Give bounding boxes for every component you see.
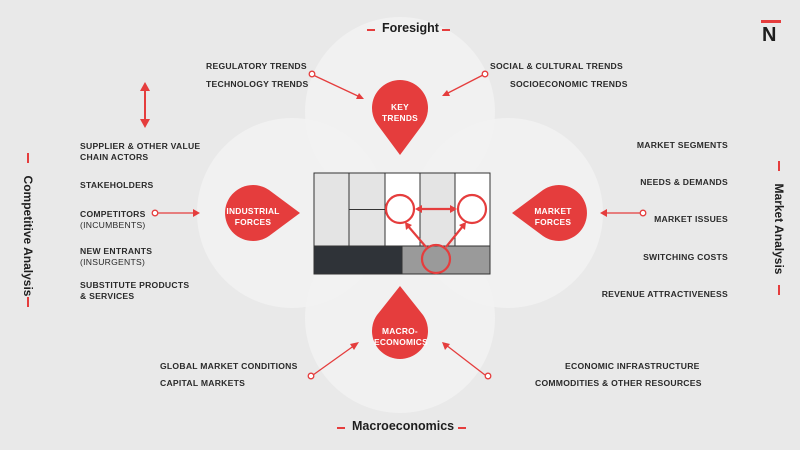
arrowhead-infra	[442, 342, 450, 350]
arrowhead-vertical-down	[140, 119, 150, 128]
substitutes-line-1: SUBSTITUTE PRODUCTS	[80, 280, 190, 290]
top-heading-dash-right	[442, 29, 450, 31]
substitutes-line-2: & SERVICES	[80, 291, 135, 301]
grid-cell-channels	[419, 209, 456, 247]
revenue-value-arrow	[407, 225, 427, 248]
revenue-highlight-circle	[420, 243, 452, 275]
industrial-forces-label: INDUSTRIAL FORCES	[215, 206, 291, 228]
top-heading: Foresight	[382, 21, 439, 35]
grid-cell-segments	[454, 172, 491, 247]
arrowhead-up-right	[459, 222, 466, 230]
supplier-line-1: SUPPLIER & OTHER VALUE	[80, 141, 201, 151]
arrow-tail-global	[307, 372, 315, 380]
needs-demands-label: NEEDS & DEMANDS	[640, 177, 728, 187]
key-trends-drop	[372, 80, 428, 155]
global-market-label: GLOBAL MARKET CONDITIONS	[160, 361, 298, 371]
macro-text: MACRO-ECONOMICS	[374, 326, 428, 347]
left-heading-dash-bottom	[27, 297, 29, 307]
connector-arrowheads	[140, 82, 607, 350]
arrow-tail-competitors	[151, 209, 159, 217]
macro-drop	[372, 286, 428, 359]
arrowhead-right	[450, 205, 457, 213]
grid-cell-partners	[313, 172, 350, 247]
industrial-forces-text: INDUSTRIAL FORCES	[226, 206, 280, 227]
arrowhead-left	[415, 205, 422, 213]
supplier-line-2: CHAIN ACTORS	[80, 152, 149, 162]
right-heading: Market Analysis	[772, 183, 786, 275]
grid-arrowheads	[405, 205, 466, 230]
grid-highlights	[384, 193, 488, 275]
social-trends-label: SOCIAL & CULTURAL TRENDS	[490, 61, 623, 71]
arrowhead-issues	[600, 209, 607, 217]
capital-markets-label: CAPITAL MARKETS	[160, 378, 246, 388]
right-heading-dash-top	[778, 161, 780, 171]
right-heading-dash-bottom	[778, 285, 780, 295]
industrial-forces-drop	[225, 185, 300, 241]
market-forces-text: MARKET FORCES	[534, 206, 572, 227]
segment-highlight-circle	[456, 193, 488, 225]
revenue-attractiveness-label: REVENUE ATTRACTIVENESS	[601, 289, 728, 299]
arrow-tail-infra	[484, 372, 492, 380]
market-issues-label: MARKET ISSUES	[654, 214, 728, 224]
left-heading: Competitive Analysis	[21, 175, 35, 297]
logo-bar	[761, 20, 781, 23]
market-forces-drop	[512, 185, 587, 241]
connector-arrows	[144, 70, 647, 380]
arrowhead-social	[442, 90, 450, 96]
arrow-tech-to-trends	[312, 74, 361, 98]
arrow-social-to-trends	[445, 74, 484, 95]
brand-logo: N	[761, 20, 781, 46]
competitors-label: COMPETITORS (INCUMBENTS)	[80, 209, 146, 231]
arrowhead-competitors	[193, 209, 200, 217]
key-trends-label: KEY TRENDS	[370, 102, 430, 124]
arrow-tail-tech	[308, 70, 316, 78]
commodities-label: COMMODITIES & OTHER RESOURCES	[535, 378, 702, 388]
arrow-infra-to-macro	[445, 344, 486, 376]
stakeholders-label: STAKEHOLDERS	[80, 180, 154, 190]
key-trends-text: KEY TRENDS	[382, 102, 418, 123]
arrowhead-vertical-up	[140, 82, 150, 91]
grid-cell-activities	[348, 172, 386, 210]
arrowhead-tech	[356, 93, 364, 99]
market-forces-label: MARKET FORCES	[522, 206, 584, 228]
socioeconomic-trends-label: SOCIOECONOMIC TRENDS	[510, 79, 628, 89]
arrow-tail-issues	[639, 209, 647, 217]
new-entrants-line-2: (INSURGENTS)	[80, 257, 146, 267]
revenue-segment-arrow	[445, 225, 464, 248]
arrowhead-global	[350, 342, 359, 350]
new-entrants-label: NEW ENTRANTS (INSURGENTS)	[80, 246, 152, 268]
top-heading-dash-left	[367, 29, 375, 31]
substitutes-label: SUBSTITUTE PRODUCTS & SERVICES	[80, 280, 189, 302]
arrow-global-to-macro	[312, 344, 356, 376]
left-heading-dash-top	[27, 153, 29, 163]
regulatory-trends-label: REGULATORY TRENDS	[206, 61, 307, 71]
macro-label: MACRO-ECONOMICS	[372, 326, 428, 348]
arrow-tail-social	[481, 70, 489, 78]
grid-cell-costs	[313, 245, 403, 275]
competitors-line-1: COMPETITORS	[80, 209, 146, 219]
grid-cell-resources	[348, 209, 386, 247]
logo-letter: N	[762, 24, 777, 46]
supplier-label: SUPPLIER & OTHER VALUE CHAIN ACTORS	[80, 141, 200, 163]
bottom-heading: Macroeconomics	[352, 419, 455, 433]
technology-trends-label: TECHNOLOGY TRENDS	[206, 79, 309, 89]
grid-cell-relationships	[419, 172, 456, 210]
arrowhead-up-left	[405, 222, 412, 230]
value-highlight-circle	[384, 193, 416, 225]
market-segments-label: MARKET SEGMENTS	[636, 140, 728, 150]
economic-infrastructure-label: ECONOMIC INFRASTRUCTURE	[565, 361, 700, 371]
bottom-heading-dash-left	[337, 427, 345, 429]
switching-costs-label: SWITCHING COSTS	[643, 252, 728, 262]
new-entrants-line-1: NEW ENTRANTS	[80, 246, 153, 256]
competitors-line-2: (INCUMBENTS)	[80, 220, 146, 230]
bottom-heading-dash-right	[458, 427, 466, 429]
